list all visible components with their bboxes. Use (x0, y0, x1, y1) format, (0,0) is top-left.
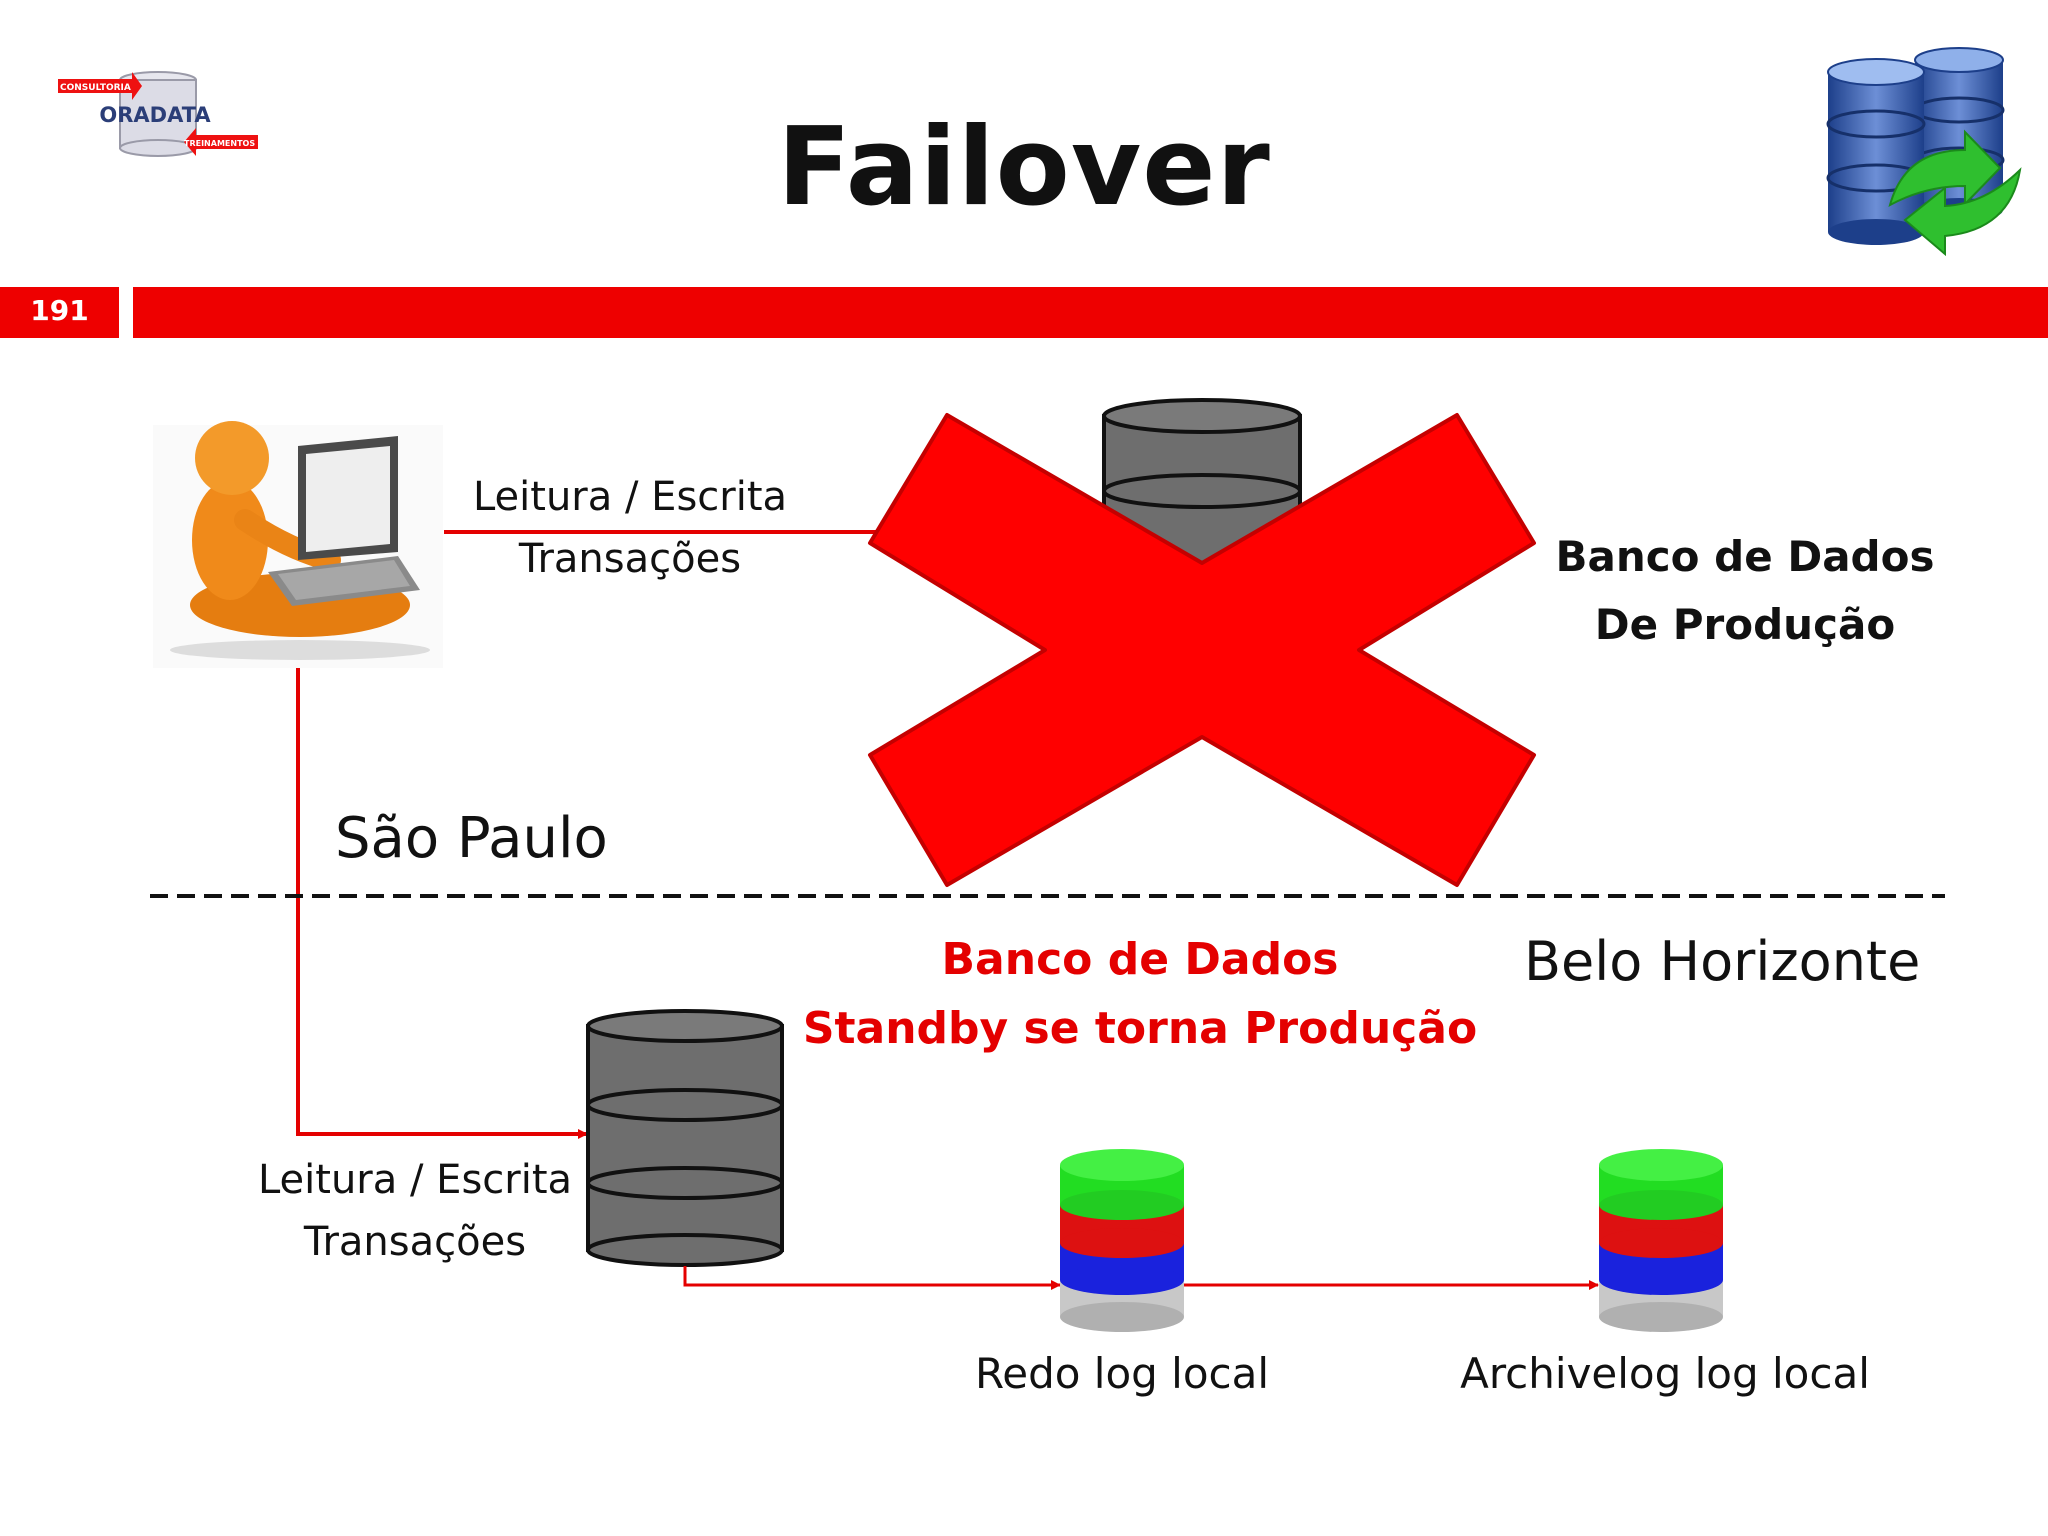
rw-link-bottom (296, 668, 588, 1139)
archivelog-label: Archivelog log local (1460, 1349, 1870, 1398)
user-laptop-icon (153, 421, 443, 668)
region-sao-paulo: São Paulo (335, 806, 608, 871)
redo-log-label: Redo log local (974, 1349, 1270, 1398)
rw-label-top-line1: Leitura / Escrita (472, 474, 788, 520)
database-sync-icon (1826, 47, 2022, 257)
rw-label-bottom-line1: Leitura / Escrita (257, 1157, 573, 1203)
logo-top-text: CONSULTORIA (60, 83, 131, 93)
standby-label-line1: Banco de Dados (941, 934, 1339, 985)
rw-label-bottom-line2: Transações (303, 1219, 527, 1265)
rw-label-top-line2: Transações (518, 536, 742, 582)
logo-name: ORADATA (99, 103, 211, 127)
production-db-label-line2: De Produção (1594, 600, 1896, 649)
failure-x-mark (868, 413, 1536, 887)
standby-label-line2: Standby se torna Produção (802, 1003, 1478, 1054)
standby-database-icon (586, 1009, 784, 1267)
slide-title: Failover (777, 105, 1271, 230)
slide-number: 191 (30, 294, 89, 327)
redo-log-icon (1060, 1149, 1184, 1332)
logo-bottom-text: TREINAMENTOS (184, 139, 255, 148)
production-db-label-line1: Banco de Dados (1555, 532, 1935, 581)
archivelog-icon (1599, 1149, 1723, 1332)
region-belo-horizonte: Belo Horizonte (1524, 930, 1921, 993)
standby-to-redo-link (683, 1266, 1061, 1290)
slide-number-box (0, 287, 119, 338)
oradata-logo (58, 71, 258, 157)
header-bar (133, 287, 2048, 338)
